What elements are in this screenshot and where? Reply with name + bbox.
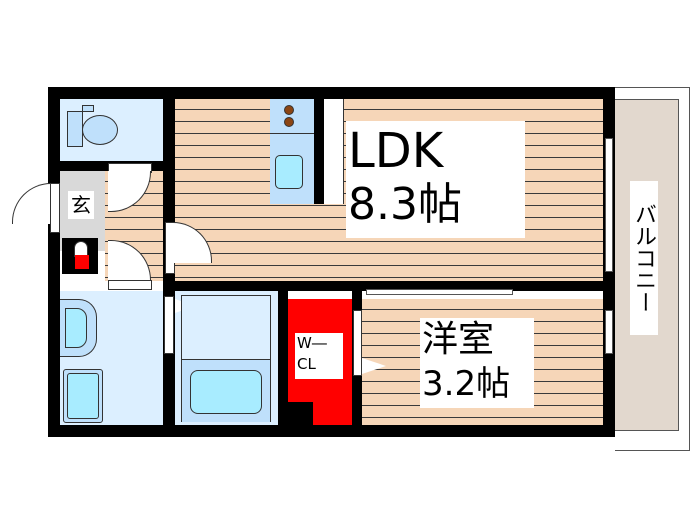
- wall-bath-wcl: [278, 291, 288, 425]
- toilet-tank-icon: [67, 111, 83, 147]
- wcl-label-line1: W―: [297, 334, 327, 352]
- bedroom-balcony-window[interactable]: [605, 310, 613, 354]
- front-door-frame[interactable]: [50, 183, 60, 233]
- sliding-door-ldk-bedroom[interactable]: [366, 289, 513, 295]
- balcony-label: バルコニー: [630, 181, 658, 335]
- toilet-room: [60, 99, 163, 161]
- ldk-balcony-window[interactable]: [605, 138, 613, 272]
- sink-icon: [275, 155, 303, 189]
- wcl-door-arrow-icon: [362, 358, 386, 374]
- kitchen-wall: [314, 99, 324, 204]
- western-room-name: 洋室: [422, 319, 495, 360]
- entrance-label: 玄: [68, 191, 94, 219]
- wcl-label-line2: CL: [297, 355, 316, 373]
- bathtub-basin-icon: [182, 359, 270, 422]
- stove-burner-icon: [284, 105, 294, 115]
- outer-wall-top: [48, 87, 615, 99]
- washbasin-icon: [60, 299, 97, 357]
- wcl-corner-block: [288, 402, 313, 425]
- ldk-room-size: 8.3帖: [348, 179, 462, 230]
- refrigerator-space: [324, 99, 344, 204]
- outer-wall-left: [48, 87, 60, 437]
- wcl-door-frame[interactable]: [353, 310, 362, 376]
- washroom: [60, 291, 163, 425]
- toilet-lid-icon: [82, 105, 94, 112]
- bath-door-frame[interactable]: [164, 296, 174, 354]
- washing-machine-icon: [63, 369, 103, 423]
- toilet-bowl-icon: [82, 115, 118, 145]
- stove-burner-icon: [284, 117, 294, 127]
- washing-machine-drum-icon: [67, 373, 99, 419]
- bathtub-icon: [181, 295, 271, 422]
- western-room-size: 3.2帖: [422, 364, 511, 404]
- western-room-label: 洋室 3.2帖: [420, 318, 534, 408]
- entrance-area: 玄: [60, 171, 105, 251]
- bathroom: [175, 291, 278, 425]
- shoe-cabinet-red-block: [75, 255, 89, 269]
- kitchen-counter: [270, 99, 315, 204]
- ldk-room-name: LDK: [348, 123, 444, 179]
- bathtub-water-icon: [190, 370, 262, 414]
- front-door-swing[interactable]: [12, 183, 51, 224]
- counter-divider: [270, 133, 314, 134]
- ldk-label: LDK 8.3帖: [346, 121, 525, 238]
- washroom-door-frame[interactable]: [108, 280, 152, 290]
- shoe-cabinet: [62, 238, 98, 274]
- outer-wall-bottom: [48, 425, 615, 437]
- washbasin-bowl-icon: [65, 308, 87, 348]
- wcl-label: W― CL: [295, 333, 343, 379]
- wall-ldk-bedroom: [163, 281, 615, 291]
